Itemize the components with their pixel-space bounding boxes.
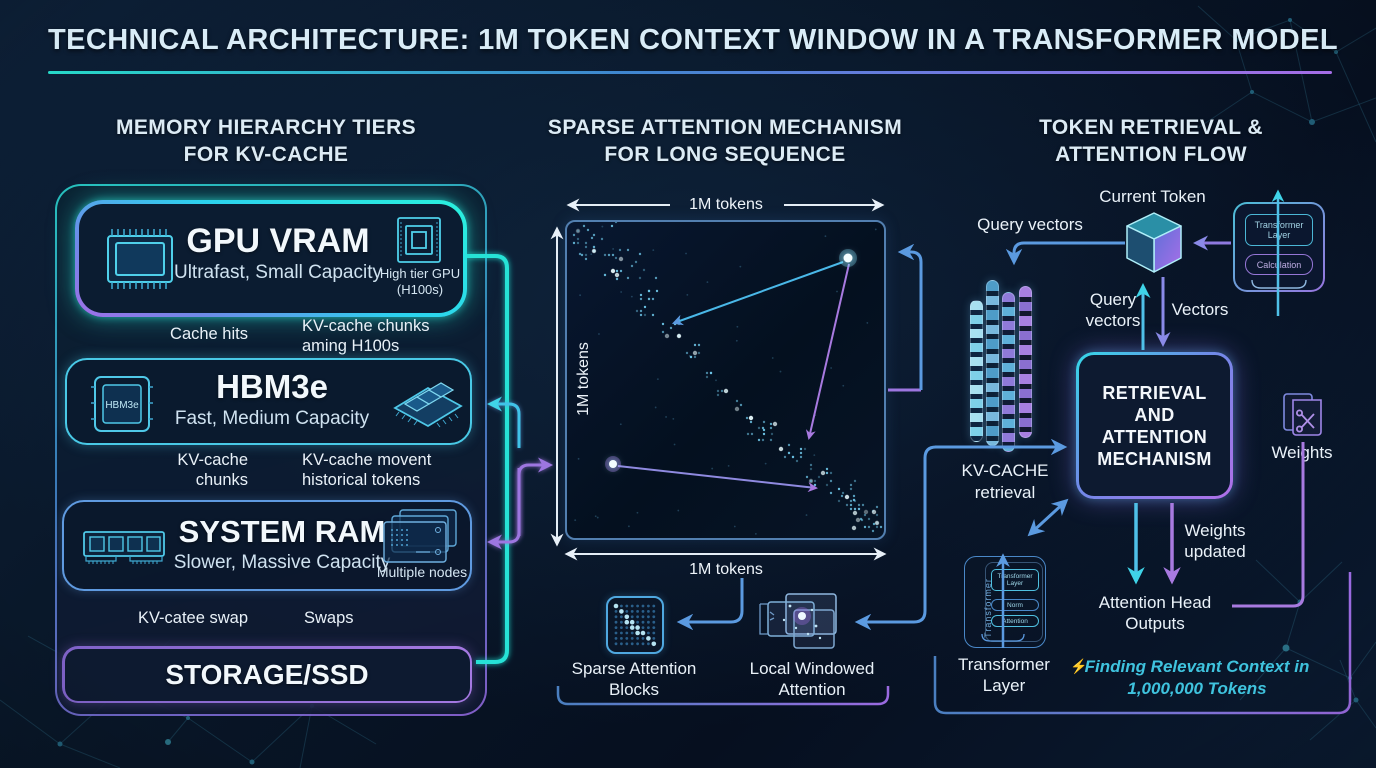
attention-section-heading: SPARSE ATTENTION MECHANISMFOR LONG SEQUE…: [519, 114, 931, 168]
weights-label: Weights: [1268, 442, 1336, 463]
tier-name: STORAGE/SSD: [165, 659, 368, 691]
kv-vector-bar: [970, 300, 983, 442]
title-underline: [48, 71, 1332, 74]
axis-top-label: 1M tokens: [676, 196, 776, 214]
gpu-vram-tier: GPU VRAM Ultrafast, Small Capacity High …: [75, 200, 467, 317]
flow-kv-chunks-down-label: KV-cachechunks: [120, 450, 248, 490]
kv-vector-bar: [1019, 286, 1032, 438]
ram-side-label: Multiple nodes: [374, 564, 470, 580]
retrieval-section-heading: TOKEN RETRIEVAL &ATTENTION FLOW: [985, 114, 1317, 168]
tier-name: SYSTEM RAM: [172, 514, 392, 550]
flow-kv-movement-label: KV-cache moventhistorical tokens: [302, 450, 482, 490]
query-vectors-top-label: Query vectors: [960, 214, 1100, 235]
hbm-chip-icon: HBM3e: [91, 373, 153, 435]
tier-name: GPU VRAM: [183, 222, 373, 261]
system-ram-tier: SYSTEM RAM Slower, Massive Capacity Mult…: [62, 500, 472, 591]
tier-desc: Slower, Massive Capacity: [162, 552, 402, 574]
local-windowed-label: Local WindowedAttention: [722, 658, 902, 700]
weights-pruning-icon: [1278, 391, 1330, 441]
weights-updated-label: Weightsupdated: [1175, 520, 1255, 562]
attention-matrix: [565, 220, 886, 540]
kv-vector-bar: [986, 280, 999, 446]
kv-cache-retrieval-label: KV-CACHEretrieval: [945, 460, 1065, 504]
sparse-blocks-label: Sparse AttentionBlocks: [544, 658, 724, 700]
flow-cache-hits-label: Cache hits: [100, 324, 248, 344]
memory-section-heading: MEMORY HIERARCHY TIERSFOR KV-CACHE: [86, 114, 446, 168]
flow-kv-swap-label: KV-catee swap: [100, 608, 248, 628]
axis-bottom-label: 1M tokens: [676, 561, 776, 579]
local-windowed-attention-icon: [756, 590, 850, 654]
mini-calculation-chip: Calculation: [1245, 254, 1313, 275]
ram-stick-icon: [80, 526, 170, 572]
page-title: TECHNICAL ARCHITECTURE: 1M TOKEN CONTEXT…: [48, 24, 1332, 57]
gpu-side-label: High tier GPU(H100s): [375, 266, 465, 298]
flow-kv-chunks-up-label: KV-cache chunksaming H100s: [302, 316, 482, 356]
tf-chip-layer: Transformer Layer: [991, 569, 1039, 591]
svg-text:HBM3e: HBM3e: [105, 400, 139, 411]
vectors-label: Vectors: [1168, 299, 1232, 320]
flow-swaps-label: Swaps: [304, 608, 424, 628]
current-token-cube-icon: [1118, 208, 1190, 280]
tf-chip-norm: Norm: [991, 599, 1039, 611]
gpu-icon: [391, 214, 445, 266]
transformer-layer-mini-box: Transformer Layer Calculation: [1233, 202, 1325, 292]
tier-desc: Ultrafast, Small Capacity: [173, 262, 383, 284]
transformer-layer-label: TransformerLayer: [954, 654, 1054, 696]
tier-desc: Fast, Medium Capacity: [162, 408, 382, 430]
hbm3e-tier: HBM3e HBM3e Fast, Medium Capacity: [65, 358, 472, 445]
sparse-attention-blocks-icon: [606, 596, 664, 654]
finding-context-note: Finding Relevant Context in1,000,000 Tok…: [1082, 656, 1312, 700]
current-token-label: Current Token: [1085, 186, 1220, 207]
axis-left-label: 1M tokens: [575, 319, 593, 439]
chip-icon: [97, 226, 183, 292]
multi-node-icon: [380, 508, 464, 566]
kv-vector-bar: [1002, 292, 1015, 452]
transformer-layer-diagram: Transformer Transformer Layer Norm Atten…: [964, 556, 1046, 648]
storage-ssd-tier: STORAGE/SSD: [62, 646, 472, 703]
tf-chip-attention: Attention: [991, 615, 1039, 627]
tier-name: HBM3e: [177, 368, 367, 406]
retrieval-attention-mechanism-box: RETRIEVAL AND ATTENTION MECHANISM: [1076, 352, 1233, 499]
memory-module-icon: [385, 370, 471, 434]
mini-transformer-layer-chip: Transformer Layer: [1245, 214, 1313, 246]
attention-head-outputs-label: Attention HeadOutputs: [1085, 592, 1225, 634]
query-vectors-mid-label: Queryvectors: [1075, 289, 1151, 331]
